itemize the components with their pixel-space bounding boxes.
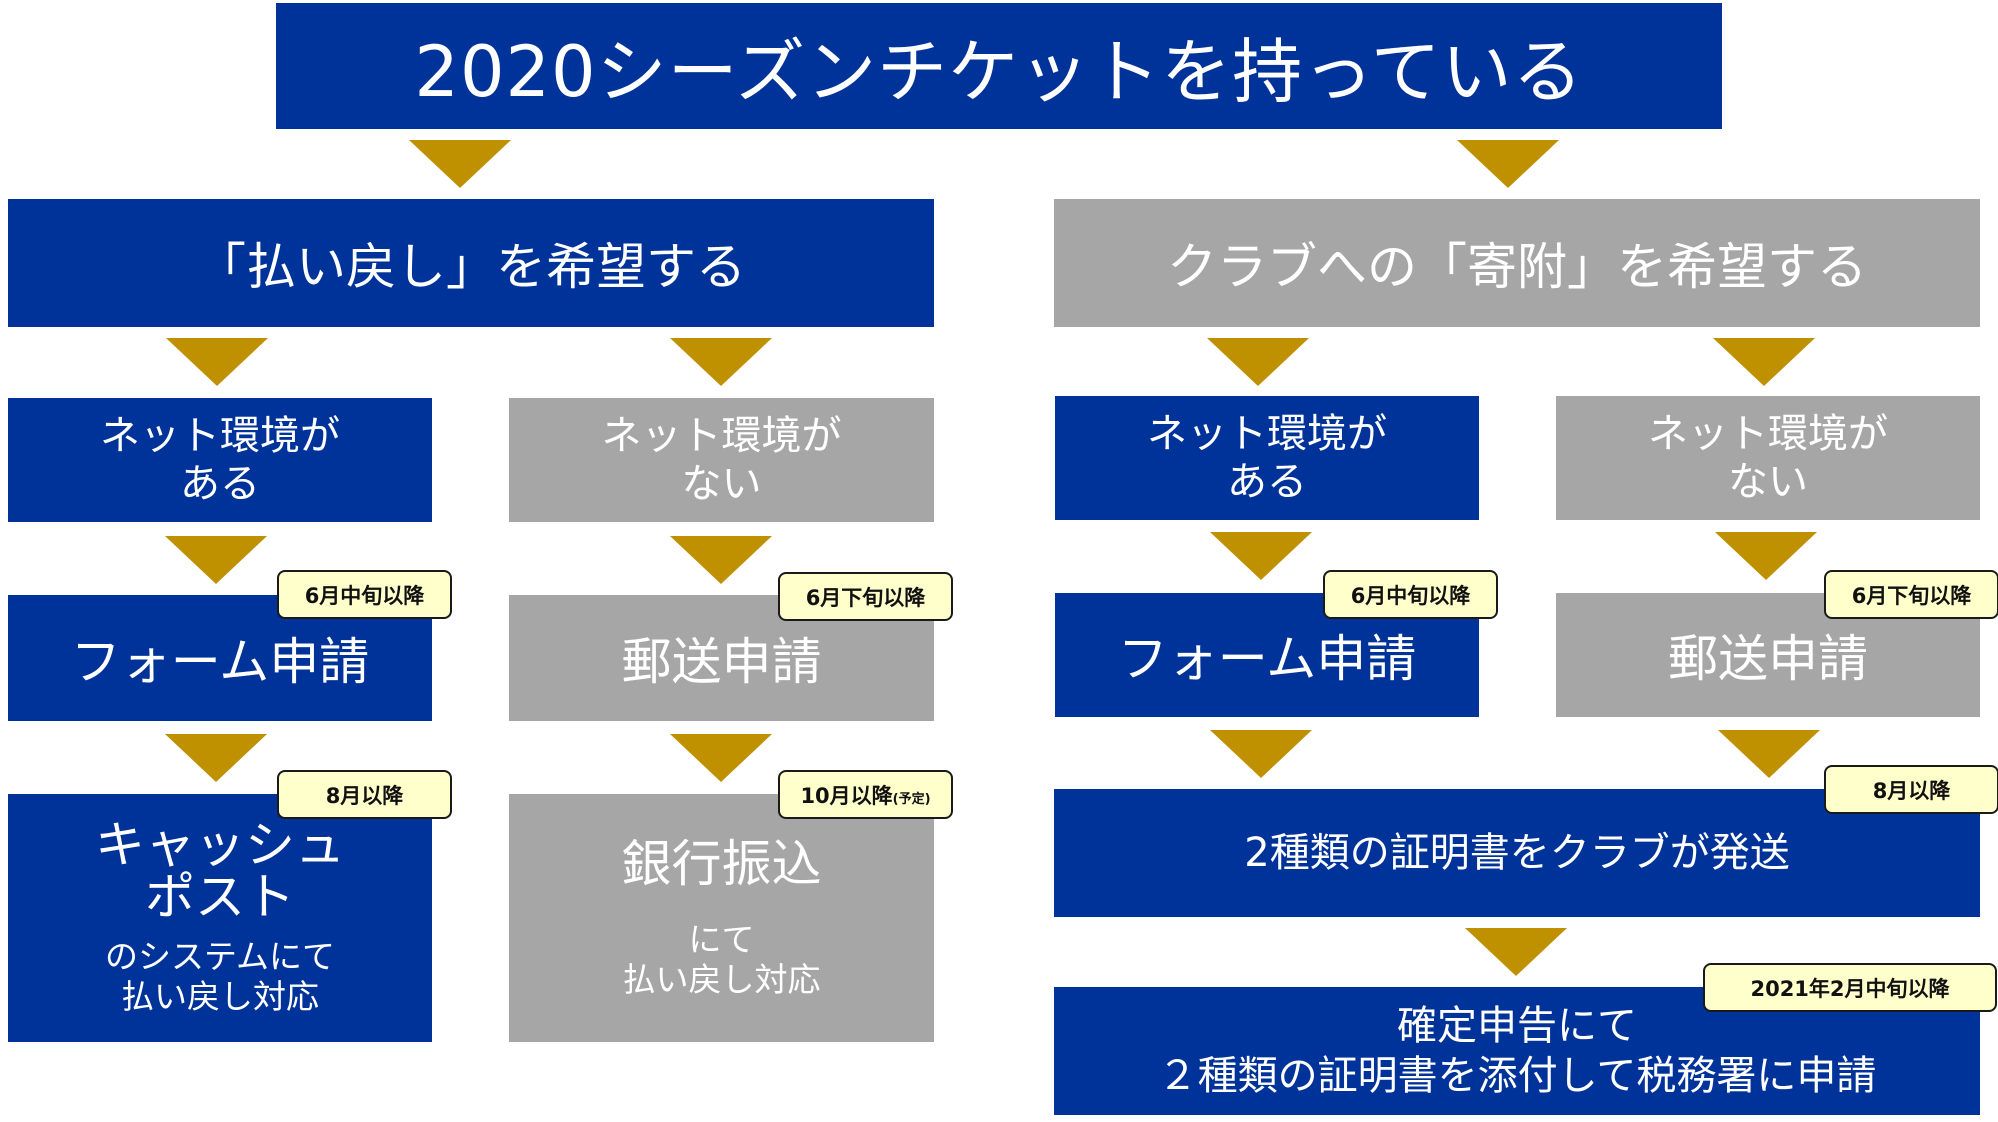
- refund-form-label: フォーム申請: [70, 633, 370, 691]
- donation-mail-label: 郵送申請: [1668, 630, 1868, 688]
- arrow-certificate-to-tax: [1465, 928, 1567, 976]
- refund-net-no-line2: ない: [681, 461, 762, 507]
- arrow-refund-to-net-no: [670, 338, 772, 386]
- refund-bank-line1: 銀行振込: [621, 835, 822, 893]
- refund-bank-badge: 10月以降(予定): [778, 770, 953, 819]
- refund-header-box: 「払い戻し」を希望する: [8, 199, 934, 327]
- refund-net-yes-box: ネット環境が ある: [8, 398, 432, 522]
- donation-tax-line2: ２種類の証明書を添付して税務署に申請: [1157, 1053, 1877, 1099]
- refund-net-no-box: ネット環境が ない: [509, 398, 934, 522]
- refund-cash-sub2: 払い戻し対応: [120, 977, 319, 1016]
- refund-bank-box: 銀行振込 にて 払い戻し対応: [509, 794, 934, 1042]
- refund-net-yes-line2: ある: [180, 461, 260, 507]
- refund-bank-sub2: 払い戻し対応: [622, 960, 821, 999]
- donation-net-no-line2: ない: [1728, 459, 1808, 505]
- refund-header-text: 「払い戻し」を希望する: [196, 238, 746, 296]
- arrow-refund-form-to-cash: [165, 734, 267, 782]
- refund-cash-sub1: のシステムにて: [104, 937, 335, 976]
- title-text: 2020シーズンチケットを持っている: [414, 30, 1584, 113]
- donation-certificate-label: 2種類の証明書をクラブが発送: [1244, 830, 1790, 876]
- donation-tax-line1: 確定申告にて: [1397, 1003, 1637, 1049]
- refund-net-no-line1: ネット環境が: [601, 413, 842, 459]
- refund-cash-line1: キャッシュ: [95, 816, 345, 874]
- refund-bank-sub1: にて: [688, 920, 755, 959]
- donation-form-badge: 6月中旬以降: [1323, 570, 1498, 619]
- arrow-refund-net-no-to-mail: [670, 536, 772, 584]
- arrow-donation-to-net-no: [1713, 338, 1815, 386]
- donation-net-no-box: ネット環境が ない: [1556, 396, 1980, 520]
- arrow-donation-net-yes-to-form: [1210, 532, 1312, 580]
- refund-cash-sub: のシステムにて 払い戻し対応: [105, 937, 335, 1017]
- donation-certificate-badge: 8月以降: [1824, 765, 1998, 814]
- refund-cash-line2: ポスト: [145, 868, 295, 926]
- donation-header-text: クラブへの「寄附」を希望する: [1167, 238, 1867, 296]
- arrow-donation-form-to-certificate: [1210, 730, 1312, 778]
- arrow-title-to-donation: [1457, 140, 1559, 188]
- refund-net-yes-line1: ネット環境が: [100, 413, 340, 459]
- refund-mail-label: 郵送申請: [621, 633, 822, 691]
- title-box: 2020シーズンチケットを持っている: [276, 3, 1722, 129]
- donation-tax-badge: 2021年2月中旬以降: [1703, 963, 1997, 1012]
- arrow-title-to-refund: [409, 140, 511, 188]
- donation-form-box: フォーム申請: [1055, 593, 1479, 717]
- refund-cash-badge: 8月以降: [277, 770, 452, 819]
- refund-bank-badge-note: (予定): [892, 792, 931, 807]
- refund-bank-sub: にて 払い戻し対応: [623, 920, 821, 1000]
- arrow-donation-to-net-yes: [1207, 338, 1309, 386]
- arrow-refund-mail-to-bank: [670, 734, 772, 782]
- refund-mail-box: 郵送申請: [509, 595, 934, 721]
- donation-net-yes-line1: ネット環境が: [1147, 411, 1387, 457]
- refund-mail-badge: 6月下旬以降: [778, 572, 953, 621]
- donation-form-label: フォーム申請: [1117, 630, 1417, 688]
- arrow-donation-mail-to-certificate: [1718, 730, 1820, 778]
- arrow-refund-to-net-yes: [166, 338, 268, 386]
- arrow-refund-net-yes-to-form: [165, 536, 267, 584]
- donation-header-box: クラブへの「寄附」を希望する: [1054, 199, 1980, 327]
- refund-form-badge: 6月中旬以降: [277, 570, 452, 619]
- donation-net-no-line1: ネット環境が: [1648, 411, 1888, 457]
- donation-net-yes-box: ネット環境が ある: [1055, 396, 1479, 520]
- donation-mail-badge: 6月下旬以降: [1824, 570, 1998, 619]
- refund-cash-box: キャッシュ ポスト のシステムにて 払い戻し対応: [8, 794, 432, 1042]
- arrow-donation-net-no-to-mail: [1715, 532, 1817, 580]
- donation-net-yes-line2: ある: [1227, 459, 1307, 505]
